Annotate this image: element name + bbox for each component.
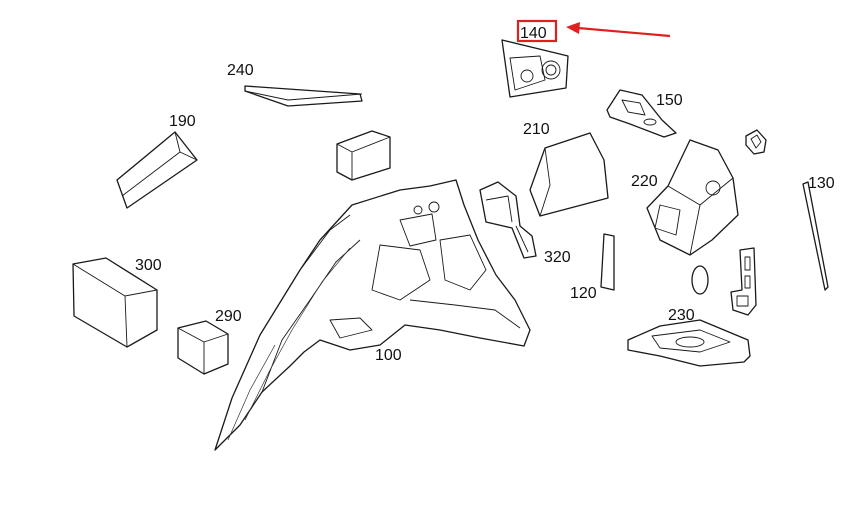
part-300[interactable] bbox=[72, 257, 158, 348]
part-120[interactable] bbox=[600, 233, 615, 291]
part-oval-pad[interactable] bbox=[691, 265, 709, 295]
part-230[interactable] bbox=[627, 319, 751, 367]
highlight-box bbox=[516, 19, 558, 43]
label-240: 240 bbox=[227, 62, 254, 79]
part-190[interactable] bbox=[116, 131, 198, 209]
label-300: 300 bbox=[135, 257, 162, 274]
part-100[interactable] bbox=[214, 179, 531, 451]
part-220[interactable] bbox=[646, 139, 739, 256]
part-320[interactable] bbox=[479, 181, 537, 259]
label-230: 230 bbox=[668, 307, 695, 324]
label-150: 150 bbox=[656, 92, 683, 109]
part-290[interactable] bbox=[177, 320, 229, 375]
label-140: 140 bbox=[520, 25, 547, 42]
label-320: 320 bbox=[544, 249, 571, 266]
label-100: 100 bbox=[375, 347, 402, 364]
label-120: 120 bbox=[570, 285, 597, 302]
part-240[interactable] bbox=[244, 85, 363, 107]
label-210: 210 bbox=[523, 121, 550, 138]
part-150[interactable] bbox=[606, 89, 677, 138]
label-220: 220 bbox=[631, 173, 658, 190]
part-130[interactable] bbox=[802, 181, 829, 291]
label-130: 130 bbox=[808, 175, 835, 192]
part-210[interactable] bbox=[529, 132, 609, 217]
highlight-arrow bbox=[566, 22, 671, 38]
part-clip-ring[interactable] bbox=[745, 129, 767, 155]
part-140[interactable] bbox=[501, 39, 569, 98]
part-clip-strip[interactable] bbox=[730, 247, 757, 316]
label-290: 290 bbox=[215, 308, 242, 325]
label-190: 190 bbox=[169, 113, 196, 130]
part-block-small[interactable] bbox=[336, 130, 391, 181]
